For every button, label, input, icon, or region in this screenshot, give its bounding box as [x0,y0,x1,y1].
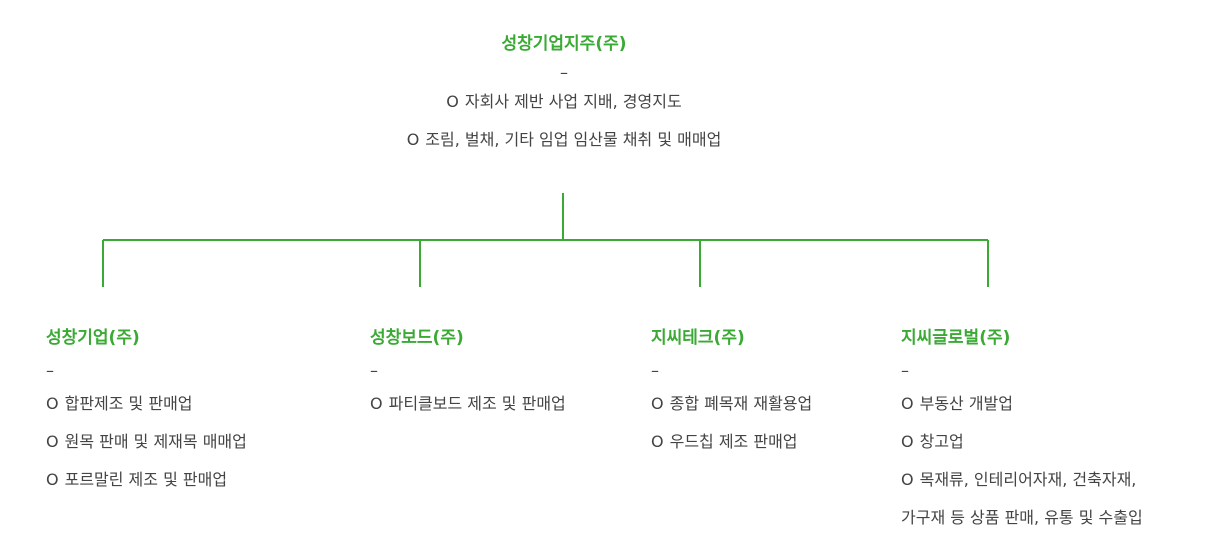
subsidiary-business-item: O 부동산 개발업 [901,394,1143,414]
subsidiary-business-text: 파티클보드 제조 및 판매업 [388,394,566,413]
subsidiary-title: 지씨글로벌(주) [901,328,1011,348]
subsidiary-business-item: O 목재류, 인테리어자재, 건축자재, [901,470,1143,490]
subsidiary-business-text: 우드칩 제조 판매업 [669,432,798,451]
parent-business-item: O 조림, 벌채, 기타 임업 임산물 채취 및 매매업 [0,130,1128,150]
parent-company-node: 성창기업지주(주) – O 자회사 제반 사업 지배, 경영지도 O 조림, 벌채,… [0,32,1128,150]
subsidiary-title: 지씨테크(주) [651,328,745,348]
subsidiary-node-gc-global: 지씨글로벌(주) – O 부동산 개발업 O 창고업 O 목재류, 인테리어자재, 건… [901,326,1143,528]
subsidiary-business-text: 포르말린 제조 및 판매업 [64,470,228,489]
subsidiary-business-item: O 창고업 [901,432,1143,452]
subsidiary-business-item: O 원목 판매 및 제재목 매매업 [46,432,247,452]
subsidiary-node-gc-tech: 지씨테크(주) – O 종합 폐목재 재활용업 O 우드칩 제조 판매업 [651,326,812,452]
parent-business-item: O 자회사 제반 사업 지배, 경영지도 [0,92,1128,112]
subsidiary-business-item: O 합판제조 및 판매업 [46,394,247,414]
subsidiary-business-text: 원목 판매 및 제재목 매매업 [64,432,247,451]
subsidiary-node-seongchang-enterprise: 성창기업(주) – O 합판제조 및 판매업 O 원목 판매 및 제재목 매매업 O… [46,326,247,490]
bullet-icon: O [370,394,383,413]
subsidiary-business-item: O 파티클보드 제조 및 판매업 [370,394,566,414]
subsidiary-title: 성창보드(주) [370,328,464,348]
subsidiary-business-text: 종합 폐목재 재활용업 [669,394,813,413]
subsidiary-business-continuation: 가구재 등 상품 판매, 유통 및 수출입 [901,508,1143,527]
bullet-icon: O [46,394,59,413]
subsidiary-dash: – [46,361,54,380]
subsidiary-business-text: 부동산 개발업 [919,394,1013,413]
parent-dash: – [560,63,568,82]
bullet-icon: O [46,470,59,489]
subsidiary-business-text: 목재류, 인테리어자재, 건축자재, [919,470,1137,489]
bullet-icon: O [446,92,459,111]
bullet-icon: O [901,394,914,413]
subsidiary-business-text: 합판제조 및 판매업 [64,394,193,413]
bullet-icon: O [46,432,59,451]
subsidiary-dash: – [370,361,378,380]
subsidiary-node-seongchang-board: 성창보드(주) – O 파티클보드 제조 및 판매업 [370,326,566,414]
subsidiary-business-item: O 포르말린 제조 및 판매업 [46,470,247,490]
parent-business-text: 조림, 벌채, 기타 임업 임산물 채취 및 매매업 [425,130,722,149]
bullet-icon: O [651,432,664,451]
bullet-icon: O [901,470,914,489]
bullet-icon: O [406,130,420,149]
parent-business-text: 자회사 제반 사업 지배, 경영지도 [464,92,682,111]
subsidiary-dash: – [651,361,659,380]
subsidiary-business-item: O 종합 폐목재 재활용업 [651,394,812,414]
subsidiary-business-text: 창고업 [919,432,964,451]
parent-company-title: 성창기업지주(주) [501,34,627,54]
bullet-icon: O [901,432,914,451]
bullet-icon: O [651,394,664,413]
subsidiary-business-item: O 우드칩 제조 판매업 [651,432,812,452]
subsidiary-title: 성창기업(주) [46,328,140,348]
subsidiary-dash: – [901,361,909,380]
